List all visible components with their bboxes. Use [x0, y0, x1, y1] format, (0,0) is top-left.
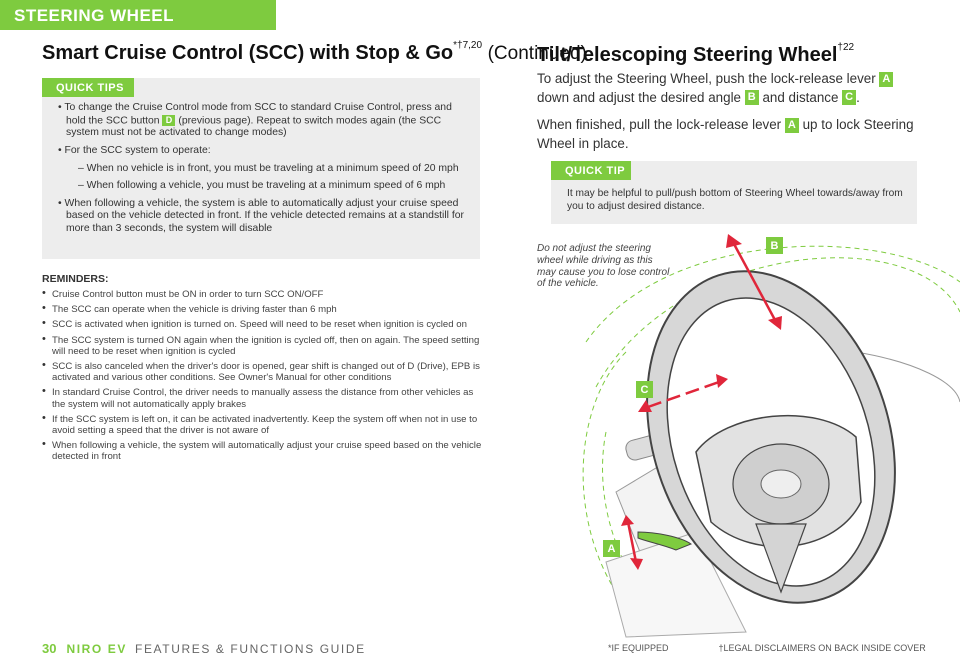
scc-heading: Smart Cruise Control (SCC) with Stop & G…	[42, 40, 587, 65]
lever-a-badge: A	[784, 117, 799, 133]
marker-b: B	[766, 237, 783, 254]
reminder-item: In standard Cruise Control, the driver n…	[42, 386, 482, 409]
reminder-item: If the SCC system is left on, it can be …	[42, 413, 482, 436]
scc-title: Smart Cruise Control (SCC) with Stop & G…	[42, 42, 454, 64]
marker-c: C	[636, 381, 653, 398]
adjust-paragraph: To adjust the Steering Wheel, push the l…	[537, 70, 917, 107]
tip-operate: • For the SCC system to operate:	[58, 145, 211, 157]
lever-a-badge: A	[879, 71, 894, 87]
reminder-item: The SCC system is turned ON again when t…	[42, 334, 482, 357]
model-name: NIRO EV	[66, 642, 128, 656]
section-tab: STEERING WHEEL CONTROLS	[0, 0, 276, 57]
lock-paragraph: When finished, pull the lock-release lev…	[537, 117, 914, 151]
quick-tips-box	[42, 78, 480, 259]
distance-c-badge: C	[842, 90, 857, 106]
footer-guide: 30 NIRO EV FEATURES & FUNCTIONS GUIDE	[42, 641, 366, 656]
reminder-item: When following a vehicle, the system wil…	[42, 439, 482, 462]
if-equipped-note: *IF EQUIPPED	[608, 643, 669, 653]
guide-name: FEATURES & FUNCTIONS GUIDE	[135, 642, 366, 656]
legal-note: †LEGAL DISCLAIMERS ON BACK INSIDE COVER	[718, 643, 926, 653]
quick-tips-content: • To change the Cruise Control mode from…	[58, 102, 468, 241]
warning-text: Do not adjust the steering wheel while d…	[537, 243, 670, 290]
reminder-item: SCC is activated when ignition is turned…	[42, 318, 482, 330]
tilt-heading: Tilt/Telescoping Steering Wheel†22	[537, 42, 855, 67]
tip-operate-no-vehicle: – When no vehicle is in front, you must …	[78, 162, 459, 174]
tip-operate-following: – When following a vehicle, you must be …	[78, 180, 446, 192]
quick-tip-text: It may be helpful to pull/push bottom of…	[567, 188, 903, 212]
reminders-title: REMINDERS:	[42, 273, 109, 285]
marker-a: A	[603, 540, 620, 557]
quick-tip-label: QUICK TIP	[551, 161, 631, 180]
tip-mode-switch: • To change the Cruise Control mode from…	[58, 102, 452, 139]
page-number: 30	[42, 641, 57, 656]
reminder-item: Cruise Control button must be ON in orde…	[42, 288, 482, 300]
tilt-title: Tilt/Telescoping Steering Wheel	[537, 44, 838, 66]
scc-title-sup: *†7,20	[453, 40, 483, 51]
reminders-list: Cruise Control button must be ON in orde…	[42, 288, 482, 467]
angle-b-badge: B	[744, 90, 759, 106]
tilt-title-sup: †22	[837, 42, 855, 53]
tip-auto-adjust: • When following a vehicle, the system i…	[58, 197, 464, 234]
steering-wheel-illustration	[582, 234, 960, 638]
scc-title-cont: (Continued)	[487, 43, 587, 64]
button-d-badge: D	[162, 114, 176, 126]
reminder-item: SCC is also canceled when the driver's d…	[42, 360, 482, 383]
reminder-item: The SCC can operate when the vehicle is …	[42, 303, 482, 315]
footer-disclaimers: *IF EQUIPPED †LEGAL DISCLAIMERS ON BACK I…	[608, 643, 926, 653]
quick-tips-label: QUICK TIPS	[42, 78, 134, 97]
